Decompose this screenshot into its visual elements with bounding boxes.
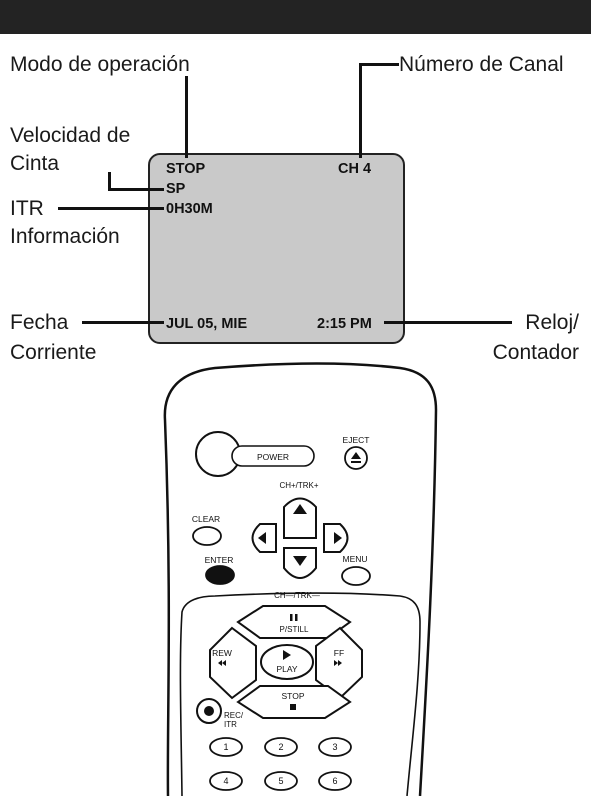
osd-date: JUL 05, MIE	[166, 316, 248, 332]
digit-button-5[interactable]	[264, 771, 298, 791]
leader-mode	[185, 76, 188, 158]
label-clock: Reloj/	[525, 311, 579, 334]
rec-itr-button[interactable]	[196, 698, 222, 724]
ch-down-label: CH—/TRK—	[274, 591, 320, 600]
eject-button[interactable]	[344, 446, 368, 470]
enter-button[interactable]	[205, 565, 235, 585]
power-label: POWER	[257, 452, 289, 462]
label-counter: Contador	[492, 341, 579, 364]
play-button[interactable]	[260, 644, 314, 680]
pause-still-label: P/STILL	[280, 625, 309, 634]
digit-button-1[interactable]	[209, 737, 243, 757]
enter-label: ENTER	[205, 555, 234, 565]
label-itr-info: Información	[10, 225, 120, 248]
top-bar	[0, 0, 591, 34]
tv-screen	[148, 153, 405, 344]
digit-button-2[interactable]	[264, 737, 298, 757]
digit-button-3[interactable]	[318, 737, 352, 757]
remote-lower-panel	[179, 592, 421, 796]
osd-mode: STOP	[166, 161, 206, 177]
rew-button[interactable]	[209, 626, 257, 700]
leader-channel-h	[359, 63, 399, 66]
label-tape-speed-1: Velocidad de	[10, 124, 131, 147]
rec-label: REC/	[224, 711, 244, 720]
stop-button[interactable]	[236, 685, 352, 719]
power-button[interactable]	[195, 431, 315, 477]
itr-label: ITR	[224, 720, 237, 729]
label-operation-mode: Modo de operación	[10, 53, 190, 76]
osd-itr: 0H30M	[166, 201, 213, 217]
play-icon	[283, 650, 291, 660]
clear-label: CLEAR	[192, 514, 220, 524]
rewind-icon	[218, 660, 226, 666]
osd-time: 2:15 PM	[317, 316, 372, 332]
digit-label-1: 1	[223, 742, 228, 752]
ch-up-label: CH+/TRK+	[279, 481, 318, 490]
up-arrow-icon	[293, 504, 307, 514]
pause-still-button[interactable]	[236, 605, 352, 639]
remote-body	[163, 362, 438, 796]
digit-button-4[interactable]	[209, 771, 243, 791]
clear-button[interactable]	[192, 526, 222, 546]
leader-clock	[384, 321, 512, 324]
label-date-current: Corriente	[10, 341, 97, 364]
eject-label: EJECT	[343, 435, 370, 445]
left-arrow-icon	[258, 532, 266, 544]
osd-speed: SP	[166, 181, 186, 197]
ch-down-button[interactable]	[283, 547, 317, 579]
menu-button[interactable]	[341, 566, 371, 586]
down-arrow-icon	[293, 556, 307, 566]
fast-forward-icon	[334, 660, 342, 666]
digit-label-5: 5	[278, 776, 283, 786]
stop-icon	[290, 704, 296, 710]
digit-label-2: 2	[278, 742, 283, 752]
label-channel-number: Número de Canal	[399, 53, 564, 76]
ff-label: FF	[334, 648, 344, 658]
leader-date	[82, 321, 164, 324]
play-label: PLAY	[276, 664, 297, 674]
osd-channel: CH 4	[338, 161, 372, 177]
digit-label-6: 6	[332, 776, 337, 786]
rew-label: REW	[212, 648, 232, 658]
eject-icon	[351, 452, 361, 459]
label-itr: ITR	[10, 197, 44, 220]
digit-button-6[interactable]	[318, 771, 352, 791]
digit-label-4: 4	[223, 776, 228, 786]
leader-itr	[58, 207, 164, 210]
digit-label-3: 3	[332, 742, 337, 752]
leader-channel-v	[359, 63, 362, 158]
leader-speed-h	[108, 188, 164, 191]
menu-label: MENU	[342, 554, 367, 564]
pause-icon	[290, 614, 293, 621]
label-tape-speed-2: Cinta	[10, 152, 60, 175]
label-date: Fecha	[10, 311, 69, 334]
right-arrow-icon	[334, 532, 342, 544]
ch-up-button[interactable]	[283, 497, 317, 539]
stop-label: STOP	[282, 691, 305, 701]
left-button[interactable]	[251, 523, 277, 553]
leader-speed-v	[108, 172, 111, 191]
record-icon	[204, 706, 214, 716]
right-button[interactable]	[323, 523, 349, 553]
